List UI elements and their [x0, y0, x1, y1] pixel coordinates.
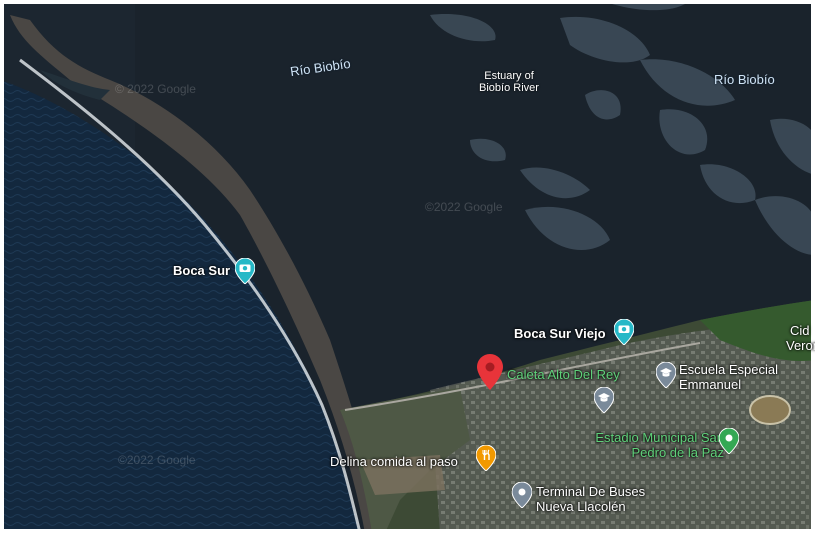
camera-pin-icon[interactable]: [614, 319, 634, 345]
school-pin-icon[interactable]: [594, 387, 614, 413]
river-label-right: Río Biobío: [714, 72, 775, 87]
veronica-label[interactable]: Veronica: [786, 338, 815, 353]
google-watermark: ©2022 Google: [118, 453, 196, 467]
escuela-label-text: Escuela Especial Emmanuel: [679, 362, 778, 392]
terminal-label[interactable]: Terminal De Buses Nueva Llacolén: [536, 484, 646, 514]
red-location-pin-icon[interactable]: [477, 354, 503, 390]
boca-sur-viejo-label[interactable]: Boca Sur Viejo: [514, 326, 606, 341]
escuela-label[interactable]: Escuela Especial Emmanuel: [679, 362, 797, 392]
bus-terminal-pin-icon[interactable]: [512, 482, 532, 508]
estadio-label[interactable]: Estadio Municipal San Pedro de la Paz: [595, 430, 724, 460]
google-watermark: ©2022 Google: [425, 200, 503, 214]
boca-sur-label[interactable]: Boca Sur: [173, 263, 231, 278]
caleta-label[interactable]: Caleta Alto Del Rey: [507, 367, 620, 382]
google-watermark: © 2022 Google: [115, 82, 196, 96]
cid-label[interactable]: Cid: [790, 323, 810, 338]
delina-label[interactable]: Delina comida al paso: [330, 454, 458, 469]
school-pin-icon[interactable]: [656, 362, 676, 388]
camera-pin-icon[interactable]: [235, 258, 255, 284]
estuary-label: Estuary of Biobío River: [479, 70, 539, 94]
restaurant-pin-icon[interactable]: [476, 445, 496, 471]
stadium-pin-icon[interactable]: [719, 428, 739, 454]
